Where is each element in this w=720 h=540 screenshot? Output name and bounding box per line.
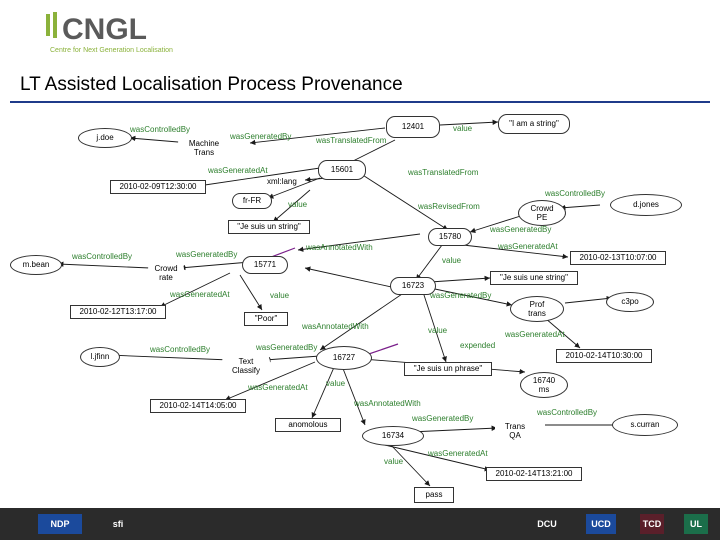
agent-node: s.curran (612, 414, 678, 436)
timestamp-node: 2010-02-14T10:30:00 (556, 349, 652, 363)
timestamp-node: 2010-02-14T13:21:00 (486, 467, 582, 481)
dcu-logo: DCU (537, 519, 557, 529)
edge-label: wasControlledBy (72, 252, 133, 261)
artifact-node: 16734 (362, 426, 424, 446)
edge-label: wasGeneratedAt (170, 290, 230, 299)
artifact-node: 16723 (390, 277, 436, 295)
agent-node: d.jones (610, 194, 682, 216)
process-node: Machine Trans (178, 134, 230, 162)
edge-label: value (384, 457, 404, 466)
agent-node: c3po (606, 292, 654, 312)
cngl-logo: CNGL Centre for Next Generation Localisa… (46, 12, 173, 54)
timestamp-node: 2010-02-13T10:07:00 (570, 251, 666, 265)
edge-label: wasGeneratedAt (208, 166, 268, 175)
edge-label: wasTranslatedFrom (316, 136, 387, 145)
agent-node: m.bean (10, 255, 62, 275)
edge-label: wasRevisedFrom (418, 202, 480, 211)
svg-text:CNGL: CNGL (62, 13, 147, 46)
edge-label: wasAnnotatedWith (354, 399, 421, 408)
edge-label: wasControlledBy (537, 408, 598, 417)
edge-label: expended (460, 341, 496, 350)
edge-label: value (270, 291, 290, 300)
edge-label: wasGeneratedBy (230, 132, 292, 141)
timestamp-node: 2010-02-14T14:05:00 (150, 399, 246, 413)
edge-label: wasGeneratedBy (490, 225, 552, 234)
edge-label: wasGeneratedAt (428, 449, 488, 458)
process-node: Trans QA (495, 418, 535, 444)
edge-label: wasControlledBy (130, 125, 191, 134)
edge-label: wasGeneratedBy (256, 343, 318, 352)
string-value-node: "Poor" (244, 312, 288, 326)
page-title: LT Assisted Localisation Process Provena… (20, 74, 403, 95)
footer-bar: NDP sfi DCU UCD TCD UL (0, 508, 720, 540)
edge-label: wasAnnotatedWith (306, 243, 373, 252)
agent-node: l.jfinn (80, 347, 120, 367)
header: CNGL Centre for Next Generation Localisa… (0, 0, 720, 65)
edge-label: value (288, 200, 308, 209)
process-node: Crowd PE (518, 200, 566, 226)
annotation-value-node: anomolous (275, 418, 341, 432)
process-node: Text Classify (222, 353, 270, 379)
edge-label: value (442, 256, 462, 265)
edge-label: wasGeneratedAt (505, 330, 565, 339)
artifact-node: 15601 (318, 160, 366, 180)
svg-text:Centre for Next Generation Loc: Centre for Next Generation Localisation (50, 47, 173, 54)
edge-label: wasGeneratedBy (176, 250, 238, 259)
edge-label: wasGeneratedAt (498, 242, 558, 251)
edge-label: wasAnnotatedWith (302, 322, 369, 331)
language-value-node: fr-FR (232, 193, 272, 209)
ucd-logo: UCD (586, 514, 616, 534)
string-value-node: "I am a string" (498, 114, 570, 134)
edge-label: value (326, 379, 346, 388)
edge-label: wasGeneratedAt (248, 383, 308, 392)
sfi-logo: sfi (112, 519, 124, 529)
process-node: Crowd rate (148, 260, 184, 286)
edge-label: wasControlledBy (150, 345, 211, 354)
process-node: Prof trans (510, 296, 564, 322)
edge-label: value (453, 124, 473, 133)
process-node: 16740 ms (520, 372, 568, 398)
string-value-node: "Je suis un phrase" (404, 362, 492, 376)
string-value-node: "Je suis un string" (228, 220, 310, 234)
edge-label: wasGeneratedBy (430, 291, 492, 300)
artifact-node: 15780 (428, 228, 472, 246)
ul-logo: UL (684, 514, 708, 534)
timestamp-node: 2010-02-12T13:17:00 (70, 305, 166, 319)
edge-label: value (428, 326, 448, 335)
ndp-logo: NDP (38, 514, 82, 534)
agent-node: j.doe (78, 128, 132, 148)
edge-label: wasGeneratedBy (412, 414, 474, 423)
edge-label: wasTranslatedFrom (408, 168, 479, 177)
tcd-logo: TCD (640, 514, 664, 534)
title-rule (10, 101, 710, 103)
artifact-node: 16727 (316, 346, 372, 370)
artifact-node: 15771 (242, 256, 288, 274)
string-value-node: "Je suis une string" (490, 271, 578, 285)
attribute-label: xml:lang (267, 177, 297, 186)
artifact-node: 12401 (386, 116, 440, 138)
timestamp-node: 2010-02-09T12:30:00 (110, 180, 206, 194)
qa-result-node: pass (414, 487, 454, 503)
edge-label: wasControlledBy (545, 189, 606, 198)
